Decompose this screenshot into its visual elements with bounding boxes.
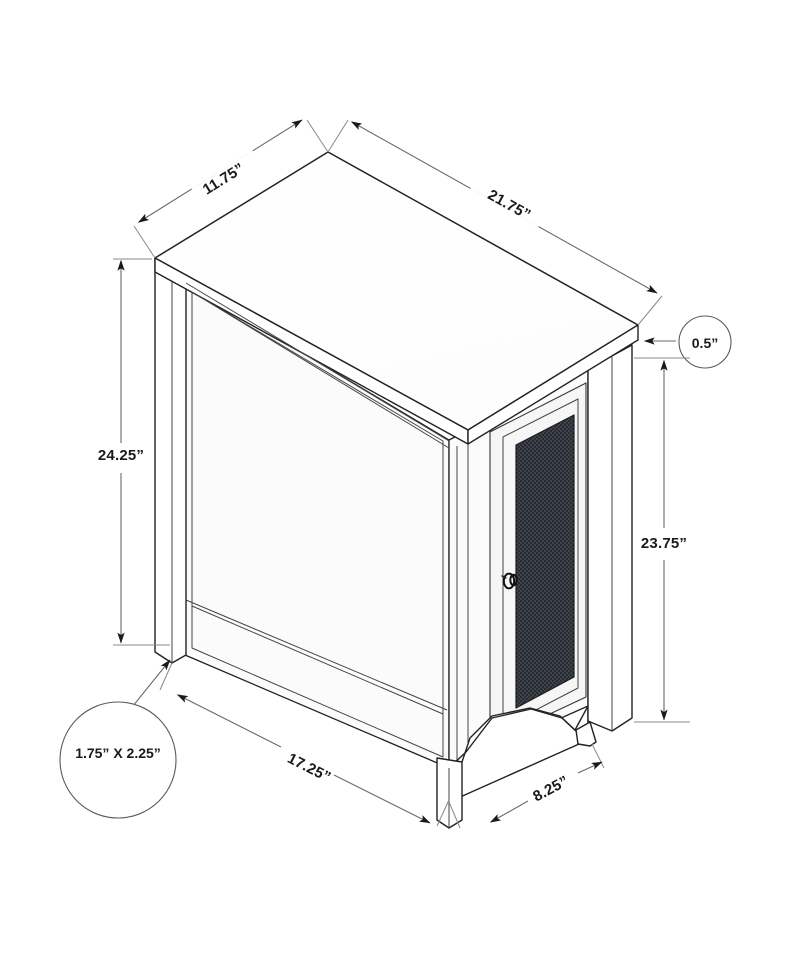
callout-leg-section: 1.75” X 2.25” xyxy=(59,659,177,819)
leg-right-rear xyxy=(587,344,633,732)
curved-apron xyxy=(448,705,589,803)
door-knob[interactable] xyxy=(501,572,518,590)
leg-center-front xyxy=(436,757,463,829)
dimension-depth-top: 11.75” xyxy=(133,119,329,259)
callout-top-thickness: 0.5” xyxy=(643,315,732,369)
leg-right-front xyxy=(575,721,597,747)
callout-circle-top-thickness xyxy=(678,315,732,369)
mesh-grille-panel xyxy=(515,414,575,709)
dimension-side-height: 23.75” xyxy=(634,357,690,723)
callout-label-leg-section: 1.75” X 2.25” xyxy=(75,745,161,761)
dimension-label-overall-height: 24.25” xyxy=(98,447,144,464)
leg-left-front xyxy=(154,257,187,664)
dimension-label-side-height: 23.75” xyxy=(641,535,687,552)
cabinet-door xyxy=(489,382,587,743)
callout-label-top-thickness: 0.5” xyxy=(692,335,718,351)
callout-circle-leg-section xyxy=(59,701,177,819)
dimension-overall-height: 24.25” xyxy=(98,258,170,646)
